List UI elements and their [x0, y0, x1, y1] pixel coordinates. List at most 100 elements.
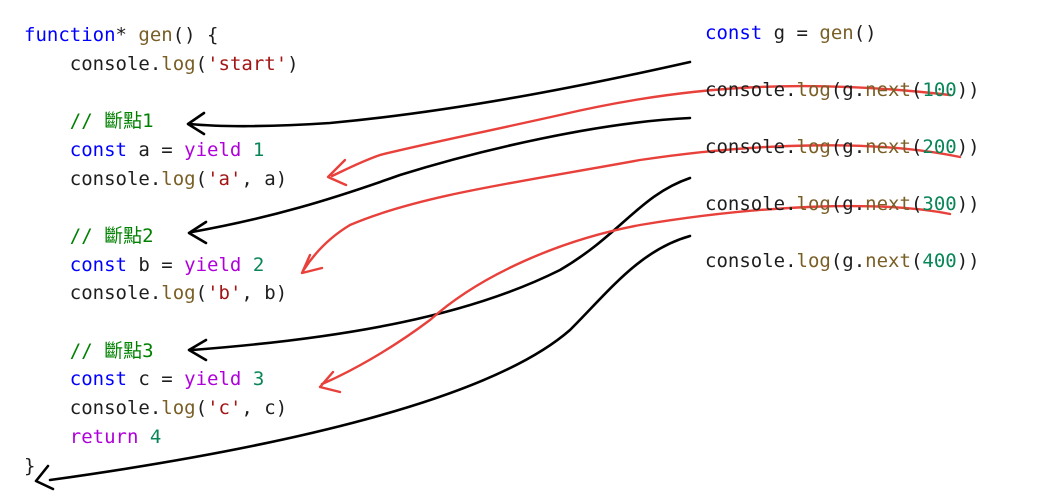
gen-code-token: yield	[184, 368, 242, 391]
gen-code-token	[241, 254, 252, 276]
call-code-token: next	[865, 136, 911, 158]
gen-code-token: const	[69, 253, 127, 276]
gen-code-token: // 斷點1	[69, 110, 154, 133]
gen-code-token: const	[69, 138, 127, 161]
gen-code-token	[24, 340, 70, 362]
call-code-token: next	[865, 79, 911, 101]
call-code-token: g =	[762, 22, 820, 44]
arrow-next400-to-function-end	[48, 234, 692, 482]
gen-code-token: , c)	[241, 397, 288, 420]
arrow-next300-to-breakpoint3-head	[187, 338, 208, 362]
gen-code-token: (	[195, 397, 208, 420]
gen-code-token: (	[195, 282, 208, 305]
arrow-next100-to-breakpoint1	[188, 60, 692, 128]
gen-code-token: *	[115, 24, 139, 46]
gen-code-token: c =	[126, 368, 185, 391]
gen-code-line-14: console.log('c', c)	[24, 395, 287, 421]
gen-code-token: 2	[252, 253, 265, 276]
call-code-token: (g.	[830, 136, 866, 158]
gen-code-token: log	[161, 397, 196, 420]
gen-code-line-5: const a = yield 1	[24, 137, 265, 163]
gen-code-token	[138, 426, 149, 448]
call-code-line-1: const g = gen()	[705, 20, 877, 46]
gen-code-token: )	[287, 52, 299, 75]
call-code-token: 100	[922, 79, 957, 101]
arrow-arg400-to-c	[320, 204, 952, 386]
gen-code-line-9: const b = yield 2	[24, 252, 265, 278]
call-code-token: console.	[705, 193, 797, 215]
call-code-token: ))	[956, 79, 980, 101]
gen-code-line-10: console.log('b', b)	[24, 280, 287, 306]
call-code-token: (	[910, 79, 923, 101]
gen-code-token	[24, 139, 70, 161]
call-code-token: log	[796, 136, 831, 158]
call-code-token: (	[910, 250, 923, 272]
call-code-token: next	[865, 250, 911, 272]
call-code-token: log	[796, 79, 831, 101]
gen-code-token: console.	[24, 52, 162, 75]
gen-code-token: gen	[138, 24, 173, 46]
gen-code-token: 'c'	[207, 397, 242, 420]
arrow-next200-to-breakpoint2	[190, 116, 692, 234]
gen-code-token: // 斷點3	[69, 339, 154, 362]
gen-code-token: const	[69, 368, 127, 391]
arrow-arg400-to-c-head	[318, 370, 342, 394]
gen-code-line-1: function* gen() {	[24, 22, 219, 48]
call-code-token: 200	[922, 136, 957, 158]
gen-code-token: console.	[24, 167, 162, 190]
call-code-token: (g.	[830, 79, 866, 101]
call-code-token: const	[705, 22, 763, 44]
gen-code-token: function	[24, 24, 116, 46]
call-code-token: ))	[956, 193, 980, 215]
arrow-arg300-to-b	[301, 144, 962, 273]
call-code-line-5: console.log(g.next(400))	[705, 248, 980, 274]
call-code-line-3: console.log(g.next(200))	[705, 134, 980, 160]
call-code-token: (	[910, 136, 923, 158]
gen-code-token: b =	[126, 253, 185, 276]
arrow-next200-to-breakpoint2-head	[187, 220, 208, 245]
gen-code-token: 4	[149, 425, 162, 448]
arrow-arg300-to-b-head	[300, 253, 324, 275]
gen-code-token: , b)	[241, 282, 288, 305]
gen-code-token: 'start'	[207, 52, 288, 75]
call-code-token: (g.	[830, 250, 866, 272]
gen-code-token: , a)	[241, 167, 288, 190]
gen-code-token	[241, 368, 252, 390]
arrow-next300-to-breakpoint3	[190, 176, 692, 352]
gen-code-line-15: return 4	[24, 424, 162, 450]
call-code-line-4: console.log(g.next(300))	[705, 191, 980, 217]
call-code-token: console.	[705, 79, 797, 101]
call-code-token: next	[865, 193, 911, 215]
gen-code-line-6: console.log('a', a)	[24, 166, 287, 192]
gen-code-token: () {	[172, 24, 219, 46]
gen-code-token: a =	[126, 138, 185, 161]
gen-code-token: }	[24, 454, 36, 477]
call-code-token: ()	[853, 22, 877, 44]
gen-code-line-16: }	[24, 453, 35, 479]
arrow-next400-to-function-end-head	[34, 464, 55, 491]
gen-code-token: 1	[252, 138, 265, 161]
call-code-token: console.	[705, 136, 797, 158]
gen-code-token: yield	[184, 138, 242, 161]
gen-code-line-2: console.log('start')	[24, 51, 299, 77]
call-code-token: console.	[705, 250, 797, 272]
call-code-token: 300	[922, 193, 957, 215]
call-code-token: ))	[956, 136, 980, 158]
gen-code-token: 'a'	[207, 167, 242, 190]
gen-code-token: (	[195, 52, 208, 75]
arrow-next100-to-breakpoint1-head	[186, 111, 206, 136]
gen-code-token	[24, 110, 70, 132]
call-code-token: log	[796, 193, 831, 215]
call-code-token: ))	[956, 250, 980, 272]
gen-code-token: // 斷點2	[69, 224, 154, 247]
gen-code-token	[241, 139, 252, 161]
arrow-arg200-to-a	[330, 84, 952, 178]
arrow-arg200-to-a-head	[326, 158, 348, 187]
gen-code-token: console.	[24, 397, 162, 420]
gen-code-token	[24, 368, 70, 390]
call-code-token: (g.	[830, 193, 866, 215]
call-code-token: gen	[819, 22, 854, 44]
gen-code-line-8: // 斷點2	[24, 223, 154, 249]
gen-code-token: 'b'	[207, 282, 242, 305]
